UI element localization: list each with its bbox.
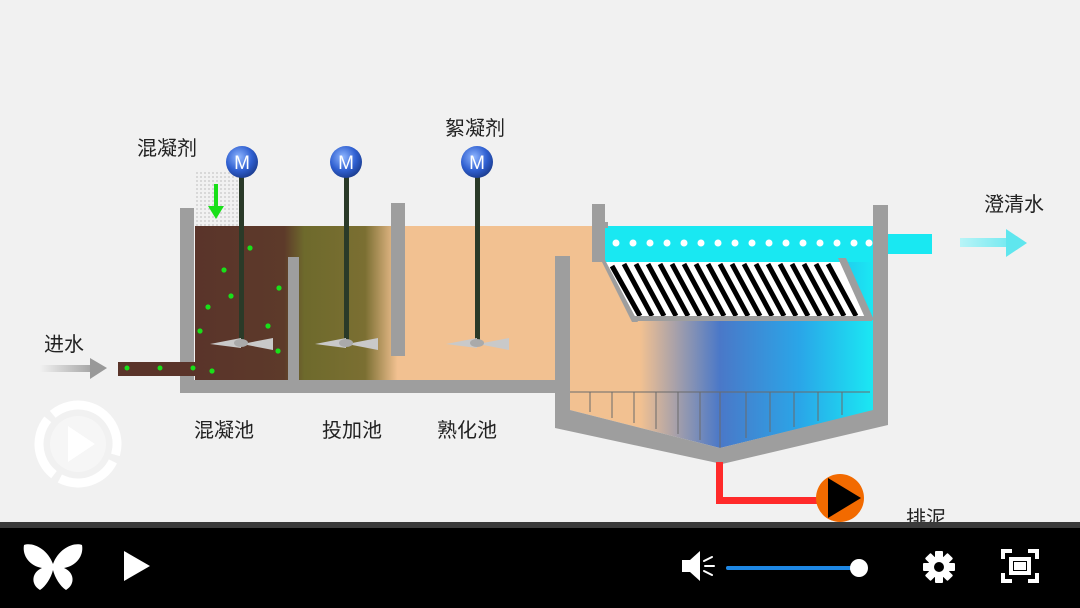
volume-slider[interactable] bbox=[726, 556, 872, 580]
svg-text:M: M bbox=[338, 153, 354, 174]
svg-text:M: M bbox=[234, 153, 250, 174]
clear-water-label: 澄清水 bbox=[984, 192, 1044, 216]
coagulant-label: 混凝剂 bbox=[137, 136, 197, 160]
mixer-1 bbox=[210, 175, 273, 350]
play-button[interactable] bbox=[120, 548, 154, 584]
flocculant-label: 絮凝剂 bbox=[445, 116, 505, 140]
volume-knob[interactable] bbox=[850, 559, 868, 577]
clear-water-bubbles bbox=[612, 239, 873, 247]
floc-particles bbox=[197, 245, 282, 374]
process-diagram: M M M 进水 混凝剂 絮凝剂 澄清水 排泥 混凝池 投加池 熟化池 bbox=[33, 116, 1044, 522]
butterfly-logo-icon bbox=[23, 544, 83, 590]
svg-text:M: M bbox=[469, 153, 485, 174]
motor-1-icon: M bbox=[226, 146, 258, 178]
settings-button[interactable] bbox=[920, 548, 958, 586]
mixer-2 bbox=[315, 175, 378, 350]
diagram-graphic: M M M bbox=[38, 146, 1027, 522]
outflow-arrow-icon bbox=[960, 229, 1027, 257]
volume-button[interactable] bbox=[680, 549, 716, 583]
speaker-icon bbox=[682, 551, 715, 581]
sludge-pipe bbox=[716, 462, 820, 504]
gear-icon bbox=[923, 551, 955, 583]
logo-button[interactable] bbox=[22, 542, 84, 592]
fullscreen-button[interactable] bbox=[1000, 548, 1040, 584]
inflow-arrow-icon bbox=[38, 358, 107, 379]
inlet-floc bbox=[124, 365, 196, 371]
big-play-button[interactable] bbox=[33, 399, 123, 489]
progress-track[interactable] bbox=[0, 522, 1080, 528]
player-control-bar bbox=[0, 528, 1080, 608]
tank-coagulation-label: 混凝池 bbox=[194, 418, 254, 442]
fullscreen-icon bbox=[1001, 549, 1039, 583]
tank-maturation-label: 熟化池 bbox=[437, 418, 497, 442]
sludge-discharge-label: 排泥 bbox=[906, 506, 946, 522]
coagulant-down-arrow-icon bbox=[208, 184, 224, 219]
inflow-label: 进水 bbox=[44, 332, 84, 356]
volume-fill bbox=[726, 566, 859, 570]
tank-dosing-label: 投加池 bbox=[322, 418, 382, 442]
motor-3-icon: M bbox=[461, 146, 493, 178]
motor-2-icon: M bbox=[330, 146, 362, 178]
sludge-hopper-grid bbox=[570, 391, 870, 448]
mixer-3 bbox=[446, 175, 509, 350]
sludge-pump-icon bbox=[816, 474, 864, 522]
tank-walls bbox=[180, 203, 888, 464]
inclined-plate-settler bbox=[600, 258, 874, 322]
play-icon bbox=[124, 551, 150, 581]
play-circle-icon bbox=[34, 400, 122, 488]
